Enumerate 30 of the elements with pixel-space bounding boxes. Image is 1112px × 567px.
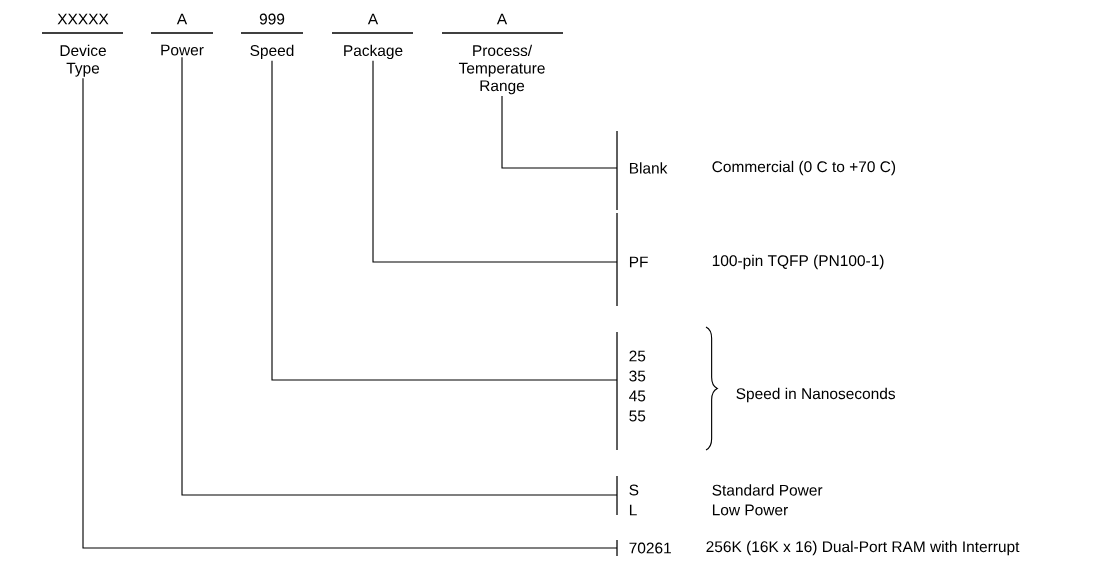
option-code: 45 bbox=[629, 390, 646, 402]
field-name: Package bbox=[344, 44, 403, 60]
leader-line bbox=[372, 60, 618, 263]
fill-in-line: A bbox=[150, 13, 214, 34]
option-description: Commercial (0 C to +70 C) bbox=[712, 160, 896, 176]
option-description: Low Power bbox=[712, 504, 788, 516]
fill-in-line: A bbox=[331, 13, 414, 34]
leader-line bbox=[501, 95, 618, 169]
field-name: Device Type bbox=[60, 44, 106, 77]
option-code: 55 bbox=[629, 410, 646, 422]
option-code: S bbox=[629, 484, 639, 496]
option-code: L bbox=[629, 504, 637, 516]
leader-line bbox=[271, 60, 618, 381]
option-description: Standard Power bbox=[712, 484, 823, 496]
option-description: 256K (16K x 16) Dual-Port RAM with Interrupt bbox=[706, 540, 1020, 556]
field-name: Power bbox=[161, 44, 204, 56]
option-code: 25 bbox=[629, 350, 646, 362]
option-code: 70261 bbox=[629, 542, 671, 554]
option-description: 100-pin TQFP (PN100-1) bbox=[712, 254, 884, 270]
fill-in-line: 999 bbox=[240, 13, 304, 34]
leader-line bbox=[82, 77, 618, 549]
option-code: PF bbox=[629, 256, 648, 268]
fill-in-line: XXXXX bbox=[41, 13, 124, 34]
field-name: Process/ Temperature Range bbox=[458, 44, 545, 95]
option-code: Blank bbox=[629, 162, 668, 174]
leader-line bbox=[181, 56, 618, 496]
option-code: 35 bbox=[629, 370, 646, 382]
option-description: Speed in Nanoseconds bbox=[736, 387, 896, 403]
field-name: Speed bbox=[250, 44, 294, 60]
fill-in-line: A bbox=[441, 13, 564, 34]
